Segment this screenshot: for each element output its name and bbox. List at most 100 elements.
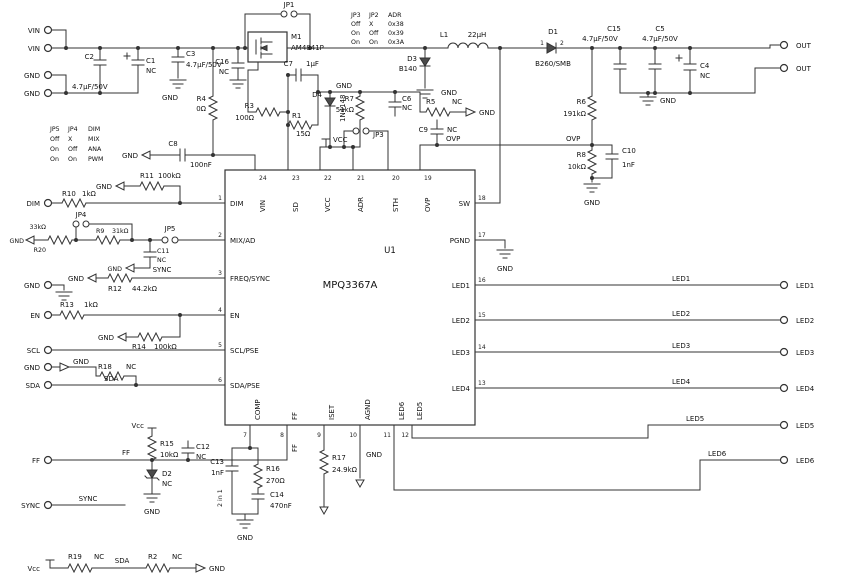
- gnd-label: GND: [441, 89, 457, 97]
- capacitor-c12: C12 NC: [181, 443, 210, 461]
- value-label: NC: [219, 68, 229, 76]
- ref-label: R20: [34, 247, 46, 254]
- diode-d4: D4 1N4148: [312, 91, 347, 122]
- pin-name: PGND: [450, 237, 470, 245]
- value-label: AM4841P: [291, 44, 324, 52]
- terminal-gnd-3: [43, 280, 53, 290]
- ref-label: C2: [85, 53, 94, 61]
- jumper-table-dim: JP5 JP4 DIM Off X MIX On Off ANA On On P…: [49, 126, 103, 163]
- terminal-label: LED4: [796, 385, 815, 393]
- pin-num: 2: [218, 232, 222, 239]
- ref-label: D1: [548, 28, 558, 36]
- net-label-led6: LED6: [708, 450, 727, 458]
- pin-num: 4: [218, 307, 222, 314]
- ref-label: C9: [419, 126, 428, 134]
- value-label: 191kΩ: [563, 110, 586, 118]
- resistor-r17: R17 24.9kΩ: [319, 449, 358, 515]
- ref-label: C13: [210, 458, 224, 466]
- ref-label: C1: [146, 57, 155, 65]
- pin-num: 22: [324, 175, 332, 182]
- pin-name: SD: [292, 202, 300, 212]
- resistor-r6: R6 191kΩ: [563, 95, 597, 121]
- gnd-label: GND: [144, 508, 160, 516]
- capacitor-c7: C7 1µF: [284, 60, 319, 82]
- ref-label: R16: [266, 465, 280, 473]
- pin-num: 16: [478, 277, 486, 284]
- wires: [33, 13, 781, 569]
- gnd-label: GND: [209, 565, 225, 573]
- value-label: NC: [196, 453, 206, 461]
- terminal-label: LED6: [796, 457, 815, 465]
- ref-label: C6: [402, 95, 412, 103]
- terminal-led5: [779, 420, 789, 430]
- table-cell: Off: [50, 136, 60, 143]
- ref-label: C14: [270, 491, 284, 499]
- pin-num: 1: [540, 40, 544, 47]
- resistor-r2: R2 NC GND: [145, 553, 225, 573]
- pin-num: 14: [478, 344, 486, 351]
- table-cell: On: [50, 156, 59, 163]
- ref-label: C5: [655, 25, 664, 33]
- capacitor-c2: C2 4.7µF/50V: [72, 53, 108, 91]
- value-label: 1nF: [622, 161, 635, 169]
- table-cell: On: [369, 39, 378, 46]
- gnd-label: GND: [237, 534, 253, 542]
- pin-num: 21: [357, 175, 365, 182]
- vcc-flag-bottom: Vcc: [28, 559, 55, 573]
- pin-name: LED1: [452, 282, 470, 290]
- pin-num: 7: [243, 432, 247, 439]
- ref-label: C7: [284, 60, 293, 68]
- pin-num: 6: [218, 377, 222, 384]
- pin-num: 13: [478, 380, 486, 387]
- net-label-led5: LED5: [686, 415, 704, 423]
- table-header: DIM: [88, 126, 100, 133]
- pin-num: 12: [401, 432, 409, 439]
- ref-label: R17: [332, 454, 346, 462]
- zener-d2: D2 NC GND: [143, 469, 172, 516]
- net-label-sda: SDA: [115, 557, 130, 565]
- ref-label: R19: [68, 553, 82, 561]
- components: C2 4.7µF/50V C1 NC C3 4.7µF/50V GND R4 0…: [10, 1, 711, 573]
- ref-label: D3: [407, 55, 417, 63]
- ref-label: R12: [108, 285, 122, 293]
- terminal-label: LED3: [796, 349, 814, 357]
- pin-name: STH: [392, 198, 400, 212]
- ic-u1: U1 MPQ3367A 24 23 22 21 20 19 VIN SD VCC…: [218, 169, 486, 439]
- terminal-label: SDA: [26, 382, 41, 390]
- resistor-r1: R1 15Ω: [287, 112, 313, 138]
- value-label: 4.7µF/50V: [186, 61, 222, 69]
- ref-label: JP3: [372, 131, 384, 139]
- terminal-label: OUT: [796, 65, 812, 73]
- terminal-label: SCL: [27, 347, 40, 355]
- resistor-r16: R16 270Ω: [253, 463, 285, 489]
- capacitor-c9: C9 NC: [419, 126, 457, 135]
- ref-label: R4: [197, 95, 207, 103]
- ref-label: C11: [157, 248, 169, 255]
- pin-name: VIN: [259, 200, 267, 212]
- value-label: NC: [146, 67, 156, 75]
- capacitor-c11: C11 NC GND: [108, 248, 170, 273]
- terminal-out-2: [779, 63, 789, 73]
- gnd-label: GND: [584, 199, 600, 207]
- value-label: 44.2kΩ: [132, 285, 158, 293]
- net-label-led3: LED3: [672, 342, 690, 350]
- vcc-flag: VCC: [321, 136, 348, 148]
- table-cell: Off: [369, 30, 379, 37]
- pin-num: 23: [292, 175, 300, 182]
- pin-num: 18: [478, 195, 486, 202]
- value-label: 10kΩ: [160, 451, 179, 459]
- pin-name: DIM: [230, 200, 244, 208]
- pin-num: 2: [560, 40, 564, 47]
- value-label: 100Ω: [235, 114, 254, 122]
- table-cell: On: [68, 156, 77, 163]
- mosfet-m1: M1 AM4841P: [247, 31, 324, 63]
- pin-num: 10: [349, 432, 357, 439]
- vcc-label: Vcc: [28, 565, 41, 573]
- note-label: 2 in 1: [217, 489, 224, 507]
- net-label-sda: SDA: [104, 375, 119, 383]
- pin-num: 3: [218, 270, 222, 277]
- jumper-jp1: JP1: [280, 1, 298, 18]
- table-header: JP4: [67, 126, 78, 133]
- pin-num: 15: [478, 312, 486, 319]
